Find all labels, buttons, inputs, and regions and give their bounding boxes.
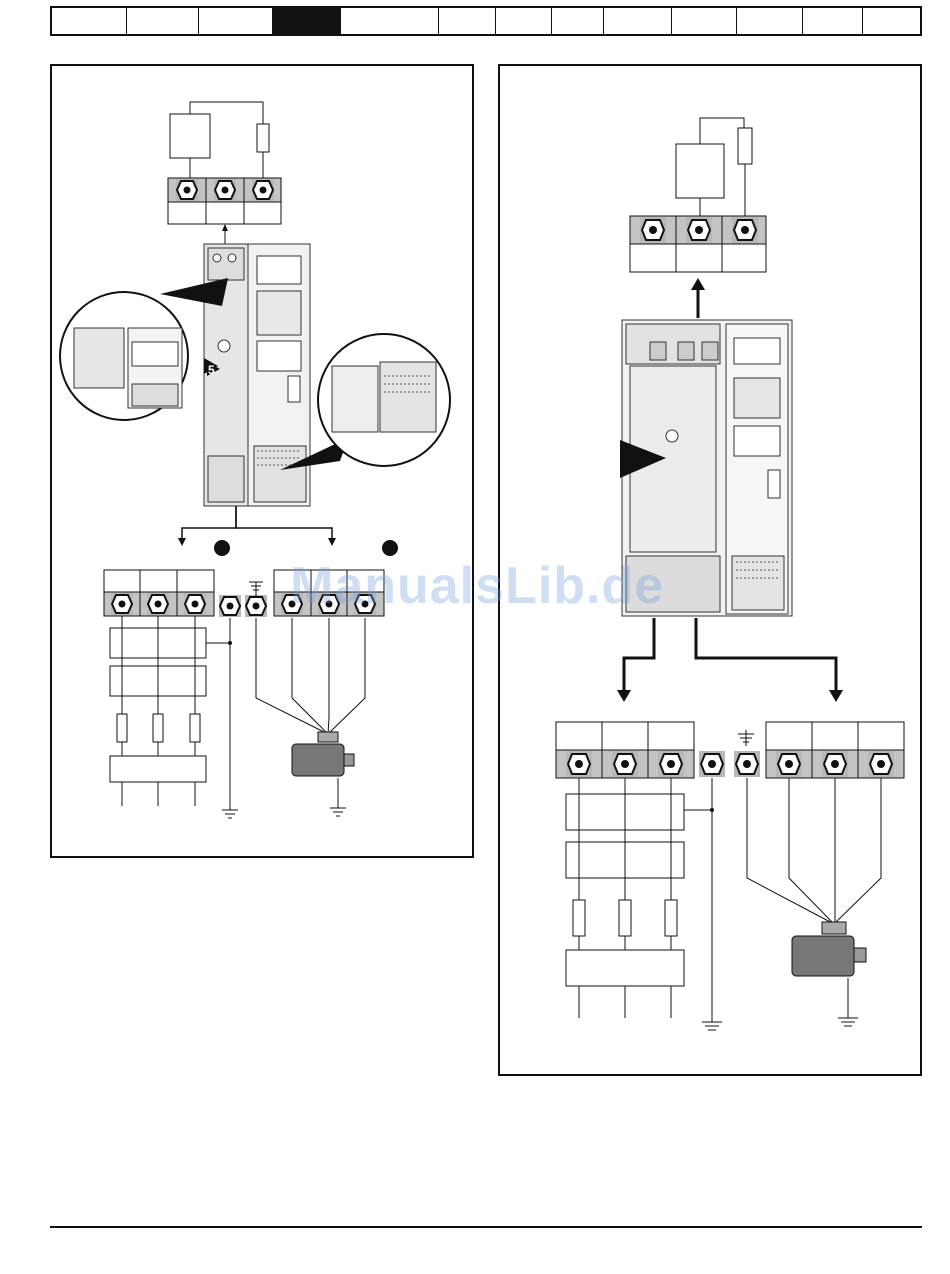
hex-terminal-icon: [252, 179, 274, 201]
header-tab[interactable]: [604, 8, 672, 34]
zoom-callout-left: 5: [60, 278, 228, 420]
fuse-icon: [619, 900, 631, 936]
header-tab[interactable]: [803, 8, 863, 34]
motor-icon: [256, 618, 365, 816]
watermark-text: ManualsLib.de: [290, 556, 664, 616]
ground-icon: [702, 1022, 722, 1030]
header-tab[interactable]: [496, 8, 552, 34]
header-tab[interactable]: [737, 8, 803, 34]
header-tab[interactable]: [863, 8, 920, 34]
arrow-icon: [222, 224, 228, 231]
hex-terminal-icon: [214, 179, 236, 201]
fuse-icon: [665, 900, 677, 936]
fuse-icon: [573, 900, 585, 936]
header-tab[interactable]: [341, 8, 439, 34]
badge-number: 5: [208, 363, 215, 377]
header-tab[interactable]: [199, 8, 273, 34]
output-arrows: [617, 618, 843, 702]
motor-icon: [747, 778, 881, 1026]
supply-terminal-block: [104, 570, 267, 617]
braking-resistor-block: [630, 118, 766, 318]
resistor-icon: [738, 128, 752, 164]
supply-terminal-block: [556, 722, 760, 778]
braking-resistor-block: [168, 102, 281, 244]
left-wiring-diagram-panel: 5: [50, 64, 474, 858]
hex-terminal-icon: [176, 179, 198, 201]
fuse-icon: [117, 714, 127, 742]
header-tab[interactable]: [52, 8, 127, 34]
header-tab[interactable]: [127, 8, 199, 34]
header-tab[interactable]: [552, 8, 604, 34]
fuse-icon: [153, 714, 163, 742]
header-tab-active[interactable]: [273, 8, 341, 34]
arrow-icon: [691, 278, 705, 290]
resistor-icon: [257, 124, 269, 152]
ground-icon: [222, 810, 238, 818]
left-wiring-diagram: 5: [52, 66, 476, 860]
supply-chain: [110, 616, 238, 818]
header-tab-strip: [50, 6, 922, 36]
output-arrows: [178, 506, 398, 556]
header-tab[interactable]: [439, 8, 496, 34]
header-tab[interactable]: [672, 8, 737, 34]
fuse-icon: [190, 714, 200, 742]
supply-chain: [566, 778, 722, 1030]
footer-rule: [50, 1226, 922, 1228]
motor-terminal-block: [766, 722, 904, 778]
